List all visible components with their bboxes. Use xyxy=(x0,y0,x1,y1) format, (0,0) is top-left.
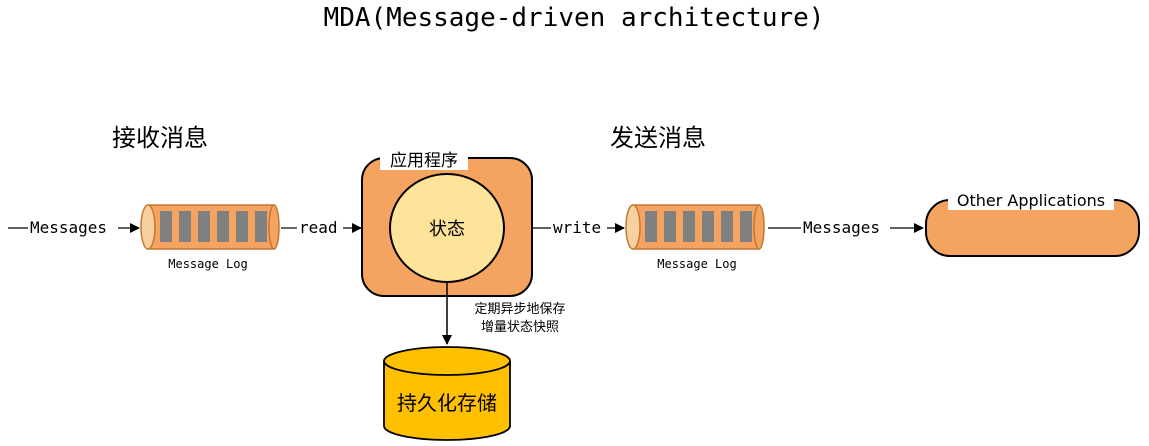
application-label: 应用程序 xyxy=(390,151,458,171)
storage-cylinder: 持久化存储 xyxy=(383,346,511,441)
send-heading: 发送消息 xyxy=(610,124,706,152)
input-messages-label: Messages xyxy=(30,218,107,237)
other-applications-label: Other Applications xyxy=(957,191,1105,210)
message-log-left xyxy=(140,204,280,250)
read-arrow: read xyxy=(281,218,362,237)
write-label: write xyxy=(553,218,601,237)
message-log-right xyxy=(625,204,765,250)
output-messages-arrow: Messages xyxy=(768,218,924,237)
read-label: read xyxy=(299,218,338,237)
message-log-right-label: Message Log xyxy=(657,257,736,271)
message-log-left-label: Message Log xyxy=(168,257,247,271)
snapshot-note-line-2: 增量状态快照 xyxy=(481,320,559,335)
state-ellipse: 状态 xyxy=(389,173,505,283)
snapshot-note-line-1: 定期异步地保存 xyxy=(474,302,565,317)
write-arrow: write xyxy=(533,218,625,237)
input-messages-arrow: Messages xyxy=(8,218,140,237)
storage-label: 持久化存储 xyxy=(397,391,497,415)
receive-heading: 接收消息 xyxy=(112,124,208,152)
diagram-title: MDA(Message-driven architecture) xyxy=(324,3,825,33)
other-applications-box: Other Applications xyxy=(925,188,1140,257)
state-label: 状态 xyxy=(429,219,465,240)
output-messages-label: Messages xyxy=(803,218,880,237)
